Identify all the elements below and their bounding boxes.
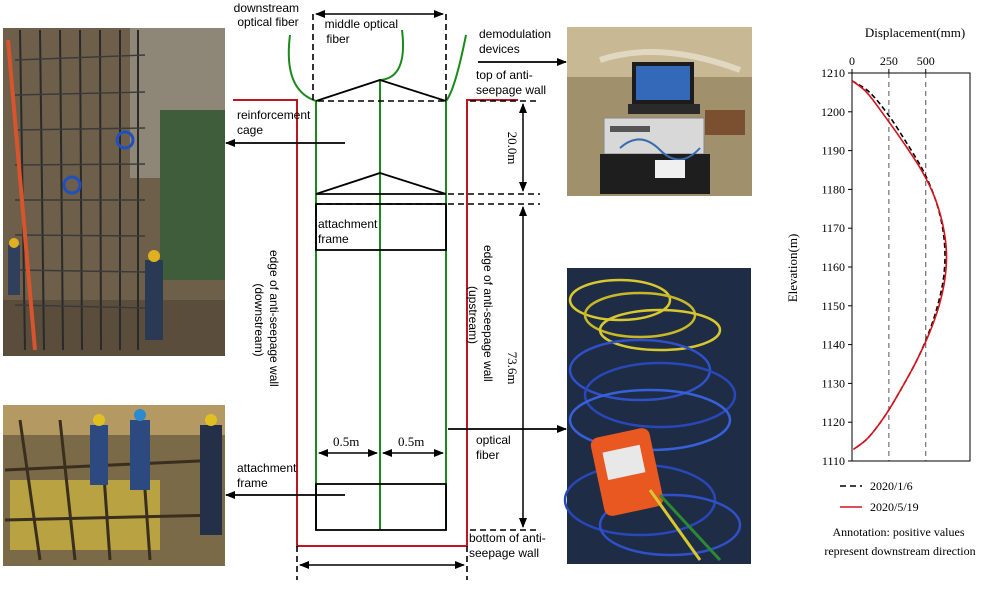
label-attachment-frame-top: attachment frame xyxy=(318,217,381,246)
reinforcement-cage-photo xyxy=(3,28,225,356)
legend-label-2020-1-6: 2020/1/6 xyxy=(870,479,913,493)
label-edge-upstream: edge of anti-seepage wall (upstream) xyxy=(466,245,495,385)
label-demodulation-devices: demodulation devices xyxy=(479,27,554,56)
chart-y-tick-label: 1170 xyxy=(821,221,845,235)
demodulation-devices-photo xyxy=(567,27,752,196)
label-reinforcement-cage: reinforcement cage xyxy=(237,108,314,137)
label-attachment-frame-bottom: attachment frame xyxy=(237,461,300,490)
chart-x-tick-label: 250 xyxy=(880,54,898,68)
attachment-frame-bottom-rect xyxy=(315,483,447,531)
label-half-width-left: 0.5m xyxy=(333,434,359,449)
schematic: downstream optical fiber middle optical … xyxy=(225,1,567,580)
label-top-of-wall: top of anti- seepage wall xyxy=(476,68,546,97)
chart-series-2020-5-19 xyxy=(851,80,948,450)
chart-annotation: Annotation: positive values represent do… xyxy=(824,525,975,558)
label-optical-fiber: optical fiber xyxy=(476,433,514,462)
middle-optical-fiber xyxy=(379,29,404,530)
optical-fiber-photo xyxy=(563,268,751,564)
chart-y-tick-label: 1130 xyxy=(821,376,845,390)
legend-label-2020-5-19: 2020/5/19 xyxy=(870,500,919,514)
chart-y-tick-label: 1150 xyxy=(821,299,845,313)
label-half-width-right: 0.5m xyxy=(398,434,424,449)
chart-xlabel: Displacement(mm) xyxy=(865,25,965,40)
upstream-optical-fiber xyxy=(445,34,467,530)
chart-y-tick-label: 1180 xyxy=(821,182,845,196)
chart-y-tick-label: 1140 xyxy=(821,338,845,352)
label-downstream-optical-fiber: downstream optical fiber xyxy=(234,1,303,29)
wall-edge-upstream xyxy=(444,99,518,547)
chart-x-tick-label: 500 xyxy=(917,54,935,68)
chart-y-tick-label: 1160 xyxy=(821,260,845,274)
chart-y-tick-label: 1200 xyxy=(821,105,845,119)
label-dim-20: 20.0m xyxy=(505,132,520,165)
label-bottom-of-wall: bottom of anti- seepage wall xyxy=(469,531,549,560)
chart-ylabel: Elevation(m) xyxy=(785,234,800,303)
attachment-frame-top-rect xyxy=(315,203,447,251)
label-dim-73: 73.6m xyxy=(505,352,520,385)
chart-y-tick-label: 1190 xyxy=(821,144,845,158)
chart-y-tick-label: 1120 xyxy=(821,415,845,429)
label-middle-optical-fiber: middle optical fiber xyxy=(325,17,402,46)
chart-x-tick-label: 0 xyxy=(849,54,855,68)
chart-plot-frame xyxy=(851,72,971,462)
label-edge-downstream: edge of anti-seepage wall (downstream) xyxy=(252,250,281,390)
attachment-frame-photo xyxy=(3,405,225,566)
displacement-chart: Displacement(mm) Elevation(m) 0 250 500 12… xyxy=(785,25,976,558)
downstream-optical-fiber xyxy=(287,34,317,530)
chart-y-tick-label: 1210 xyxy=(821,66,845,80)
chart-y-tick-label: 1110 xyxy=(822,454,845,468)
